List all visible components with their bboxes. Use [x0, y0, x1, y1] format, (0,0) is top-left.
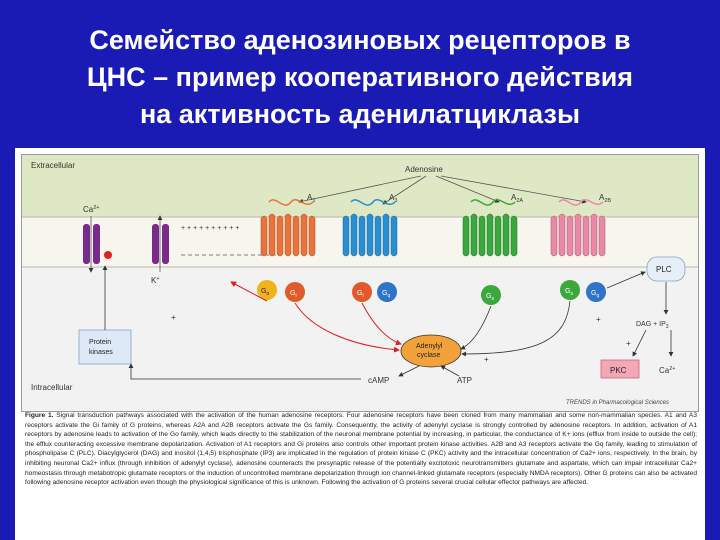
svg-text:Gi: Gi	[357, 290, 364, 299]
title-line-1: Семейство аденозиновых рецепторов в	[89, 25, 631, 55]
plc-label: PLC	[656, 265, 672, 274]
k-channel-icon	[152, 215, 169, 272]
plus-sign-left: +	[171, 313, 176, 322]
receptor-a3-label: A3	[389, 193, 397, 204]
receptor-a3-icon	[342, 199, 398, 257]
g-protein-gs-1: Gs	[481, 285, 501, 305]
receptor-a2b-label: A2B	[599, 193, 611, 204]
figure-panel: Extracellular Intracellular Adenosine Ca…	[15, 148, 705, 540]
extracellular-region	[22, 155, 698, 217]
g-protein-gi-1: Gi	[285, 282, 305, 302]
pkc-box	[600, 359, 640, 379]
title-line-2: ЦНС – пример кооперативного действия	[86, 62, 634, 92]
receptor-a1-label: A1	[307, 193, 315, 204]
svg-text:Gs: Gs	[486, 293, 494, 302]
svg-text:Gi: Gi	[290, 290, 297, 299]
slide-title: Семейство аденозиновых рецепторов в ЦНС …	[20, 22, 700, 133]
ca-label: Ca2+	[83, 205, 100, 214]
pkc-label: PKC	[610, 366, 627, 375]
adenylyl-cyclase-line2: cyclase	[417, 352, 440, 359]
svg-text:Gs: Gs	[565, 288, 573, 297]
g-protein-gi-2: Gi	[352, 282, 372, 302]
adenosine-label: Adenosine	[405, 165, 443, 174]
g-protein-gs-2: Gs	[560, 280, 580, 300]
atp-label: ATP	[457, 376, 472, 385]
svg-text:Gq: Gq	[382, 290, 390, 299]
protein-kinases-box	[78, 329, 132, 365]
ca-right-label: Ca2+	[659, 366, 676, 375]
receptor-a1-icon	[260, 199, 316, 257]
adenylyl-cyclase	[400, 334, 462, 368]
receptor-a2a-icon	[462, 199, 518, 257]
camp-label: cAMP	[368, 376, 389, 385]
svg-text:Gq: Gq	[591, 290, 599, 299]
figure-credit: TRENDS in Pharmacological Sciences	[566, 400, 669, 406]
plus-sign-right: +	[626, 339, 631, 348]
adenylyl-cyclase-line1: Adenylyl	[416, 343, 443, 350]
caption-text: Signal transduction pathways associated …	[25, 412, 698, 487]
plc-box	[646, 256, 686, 282]
g-protein-gq-1: Gq	[377, 282, 397, 302]
g-protein-gq-2: Gq	[586, 282, 606, 302]
caption-label: Figure 1.	[25, 412, 54, 419]
receptor-a2a-label: A2A	[511, 193, 523, 204]
plus-sign-ac: +	[484, 355, 489, 364]
membrane-charges: + + + + + + + + + +	[181, 225, 239, 232]
protein-kinases-line1: Protein	[89, 339, 111, 346]
receptor-a2b-icon	[550, 199, 606, 257]
dag-ip3-label: DAG + IP3	[636, 321, 669, 330]
title-line-3: на активность аденилатциклазы	[139, 99, 581, 129]
intracellular-label: Intracellular	[31, 383, 73, 392]
ca-channel-icon	[83, 216, 112, 273]
svg-text:Go: Go	[261, 288, 269, 297]
k-label: K+	[151, 276, 160, 285]
plus-sign-dag: +	[596, 315, 601, 324]
protein-kinases-line2: kinases	[89, 349, 113, 356]
extracellular-label: Extracellular	[31, 161, 75, 170]
g-protein-go: Go	[257, 280, 277, 300]
signaling-diagram: Extracellular Intracellular Adenosine Ca…	[21, 154, 699, 412]
figure-caption: Figure 1. Signal transduction pathways a…	[25, 411, 697, 488]
